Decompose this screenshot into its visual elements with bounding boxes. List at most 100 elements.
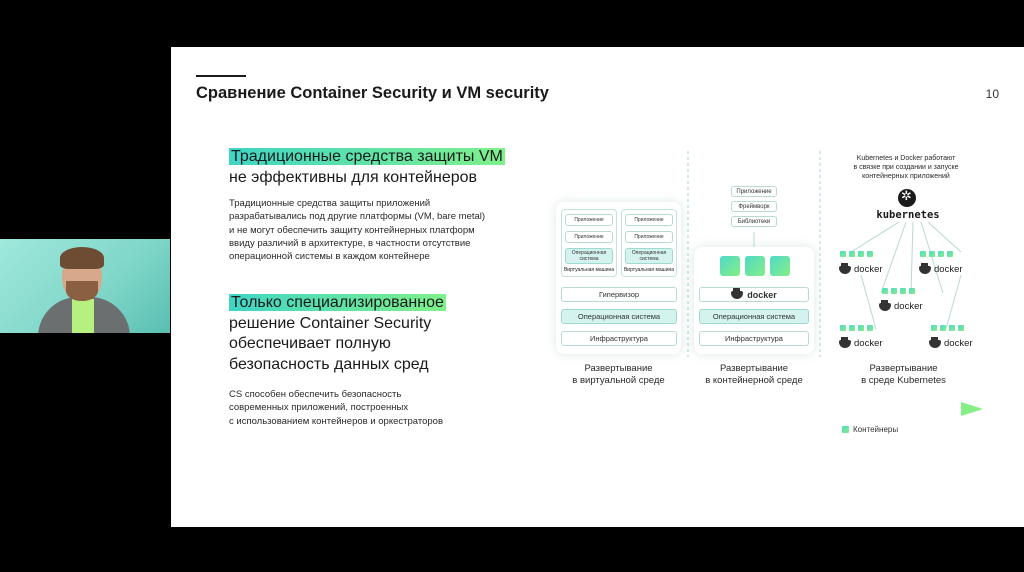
container-square xyxy=(770,256,790,276)
container-dot xyxy=(849,251,855,257)
container-square xyxy=(720,256,740,276)
hypervisor-box: Гипервизор xyxy=(561,287,677,302)
caption-line: в контейнерной среде xyxy=(705,375,803,386)
container-libs-box: Библиотеки xyxy=(731,216,777,227)
body-1-line: операционной системы в каждом контейнере xyxy=(229,251,430,263)
vm-app-2: Приложение xyxy=(565,231,613,243)
caption-line: Развертывание xyxy=(584,363,653,374)
docker-engine-box: docker xyxy=(699,287,809,302)
presentation-slide: Сравнение Container Security и VM securi… xyxy=(171,47,1024,527)
container-dot xyxy=(920,251,926,257)
heading-2: Только специализированное решение Contai… xyxy=(229,293,446,375)
container-dot xyxy=(900,288,906,294)
docker-whale-icon xyxy=(839,262,851,274)
vm-guest-os: Операционная система xyxy=(625,248,673,264)
body-2-line: с использованием контейнеров и оркестрат… xyxy=(229,415,443,427)
container-dot xyxy=(840,251,846,257)
body-1-line: Традиционные средства защиты приложений xyxy=(229,198,431,209)
diagram-lines xyxy=(551,151,983,416)
container-app-box: Приложение xyxy=(731,186,777,197)
caption-line: в виртуальной среде xyxy=(572,375,665,386)
container-host-os-box: Операционная система xyxy=(699,309,809,324)
vm-label: Виртуальная машина xyxy=(623,267,675,273)
vm-infra-box: Инфраструктура xyxy=(561,331,677,346)
caption-line: Развертывание xyxy=(719,363,789,374)
docker-label: docker xyxy=(934,264,963,275)
docker-node: docker xyxy=(879,299,923,312)
vm-caption: Развертывание в виртуальной среде xyxy=(556,363,681,387)
heading-2-line: решение Container Security xyxy=(229,314,432,332)
container-caption: Развертывание в контейнерной среде xyxy=(694,363,814,387)
heading-2-line: безопасность данных сред xyxy=(229,355,429,373)
title-rule xyxy=(196,75,246,77)
legend-label: Контейнеры xyxy=(853,425,899,434)
heading-1: Традиционные средства защиты VM не эффек… xyxy=(229,147,505,188)
docker-label: docker xyxy=(894,301,923,312)
docker-node: docker xyxy=(919,262,963,275)
container-dot xyxy=(949,325,955,331)
vm-label: Виртуальная машина xyxy=(563,267,615,273)
docker-whale-icon xyxy=(839,336,851,348)
webcam-video xyxy=(0,239,170,333)
caption-line: Развертывание xyxy=(869,363,938,374)
legend-swatch xyxy=(842,426,849,433)
slide-title: Сравнение Container Security и VM securi… xyxy=(196,84,549,102)
docker-whale-icon xyxy=(919,262,931,274)
container-dot xyxy=(849,325,855,331)
kubernetes-logo-text: kubernetes xyxy=(876,209,940,221)
k8s-note: Kubernetes и Docker работают в связке пр… xyxy=(831,154,981,181)
docker-label: docker xyxy=(854,264,883,275)
docker-whale-icon xyxy=(929,336,941,348)
container-dot xyxy=(867,251,873,257)
docker-node: docker xyxy=(839,262,883,275)
presenter-hair xyxy=(60,247,104,269)
container-dot xyxy=(882,288,888,294)
container-dot xyxy=(840,325,846,331)
body-1-line: ввиду различий в архитектуре, в частност… xyxy=(229,237,471,249)
heading-1-highlight: Традиционные средства защиты VM xyxy=(229,148,505,165)
docker-label: docker xyxy=(747,289,777,300)
container-dot xyxy=(931,325,937,331)
container-dot xyxy=(891,288,897,294)
vm-app-1: Приложение xyxy=(565,214,613,226)
vm-card-2: Приложение Приложение Операционная систе… xyxy=(621,209,677,277)
heading-1-line-2: не эффективны для контейнеров xyxy=(229,168,478,186)
container-dot xyxy=(947,251,953,257)
presenter-beard xyxy=(66,281,98,301)
caption-line: в среде Kubernetes xyxy=(861,375,946,386)
body-2-line: современных приложений, построенных xyxy=(229,402,409,414)
docker-node: docker xyxy=(929,336,973,349)
kubernetes-logo-icon xyxy=(898,189,916,207)
container-dot xyxy=(858,325,864,331)
container-dot xyxy=(867,325,873,331)
vm-app-2: Приложение xyxy=(625,231,673,243)
body-2-line: CS способен обеспечить безопасность xyxy=(229,389,402,400)
note-line: Kubernetes и Docker работают xyxy=(856,155,956,162)
container-dot xyxy=(938,251,944,257)
docker-whale-icon xyxy=(731,287,744,299)
vm-card-1: Приложение Приложение Операционная систе… xyxy=(561,209,617,277)
docker-whale-icon xyxy=(879,299,891,311)
container-dot xyxy=(929,251,935,257)
note-line: в связке при создании и запуске xyxy=(853,164,959,171)
page-number: 10 xyxy=(985,87,999,101)
container-square xyxy=(745,256,765,276)
container-dot xyxy=(909,288,915,294)
docker-label: docker xyxy=(944,338,973,349)
body-1-line: и не могут обеспечить защиту контейнерны… xyxy=(229,224,475,236)
container-infra-box: Инфраструктура xyxy=(699,331,809,346)
docker-label: docker xyxy=(854,338,883,349)
container-dot xyxy=(858,251,864,257)
vm-guest-os: Операционная система xyxy=(565,248,613,264)
container-dot xyxy=(958,325,964,331)
note-line: контейнерных приложений xyxy=(862,173,950,180)
docker-node: docker xyxy=(839,336,883,349)
vm-app-1: Приложение xyxy=(625,214,673,226)
container-dot xyxy=(940,325,946,331)
presenter-shirt xyxy=(72,299,94,333)
heading-2-line: обеспечивает полную xyxy=(229,335,391,352)
k8s-caption: Развертывание в среде Kubernetes xyxy=(836,363,971,387)
heading-2-highlight: Только специализированное xyxy=(229,294,446,311)
container-framework-box: Фреймворк xyxy=(731,201,777,212)
vm-host-os-box: Операционная система xyxy=(561,309,677,324)
